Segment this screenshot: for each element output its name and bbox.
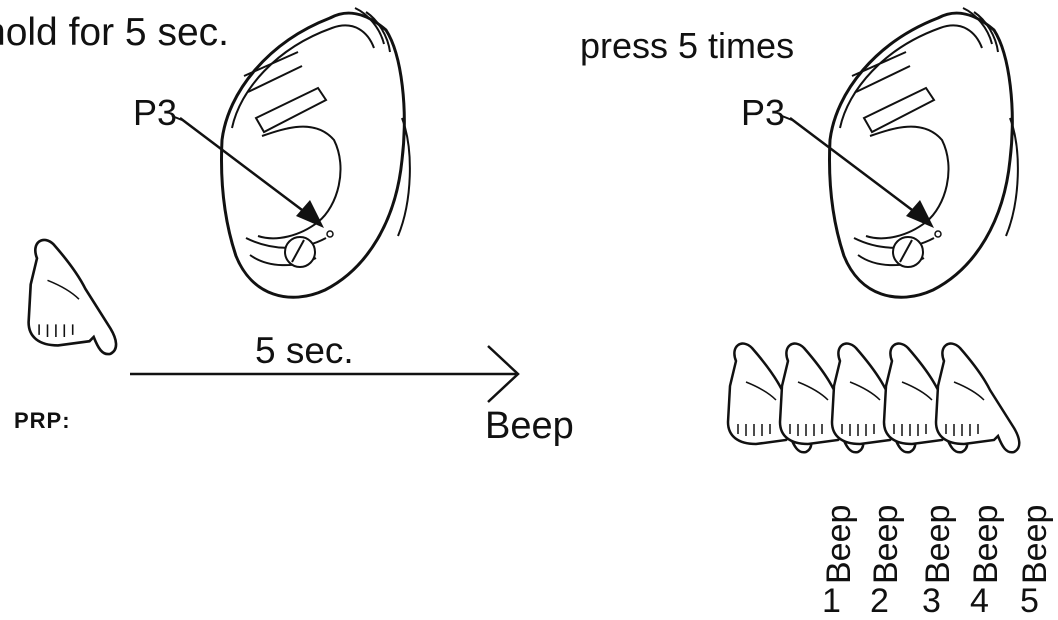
beep-label-3: Beep (919, 504, 957, 584)
press-instruction: press 5 times (580, 25, 795, 66)
beep-count-2: 2 (870, 582, 889, 620)
beep-count-4: 4 (970, 582, 989, 620)
mode-label: PRP: (14, 408, 71, 433)
beep-label-4: Beep (967, 504, 1005, 584)
hold-duration-arrow (130, 345, 520, 403)
hold-instruction: hold for 5 sec. (0, 11, 229, 54)
right-p3-leader-arrow (781, 115, 934, 228)
duration-label: 5 sec. (255, 330, 354, 371)
beep-count-1: 1 (822, 582, 841, 620)
beep-label-5: Beep (1016, 504, 1054, 584)
beep-label-1: Beep (820, 504, 858, 584)
left-p3-button-label: P3 (133, 92, 178, 133)
press-hands-icon (726, 342, 1021, 454)
right-p3-button-label: P3 (741, 92, 786, 133)
hold-beep-label: Beep (485, 405, 574, 447)
beep-count-3: 3 (922, 582, 941, 620)
hold-hand-icon (27, 238, 118, 356)
beep-count-5: 5 (1020, 582, 1039, 620)
beep-label-2: Beep (867, 504, 905, 584)
right-device-illustration (828, 6, 1020, 299)
left-p3-leader-arrow (171, 115, 324, 228)
left-device-illustration (220, 6, 412, 299)
